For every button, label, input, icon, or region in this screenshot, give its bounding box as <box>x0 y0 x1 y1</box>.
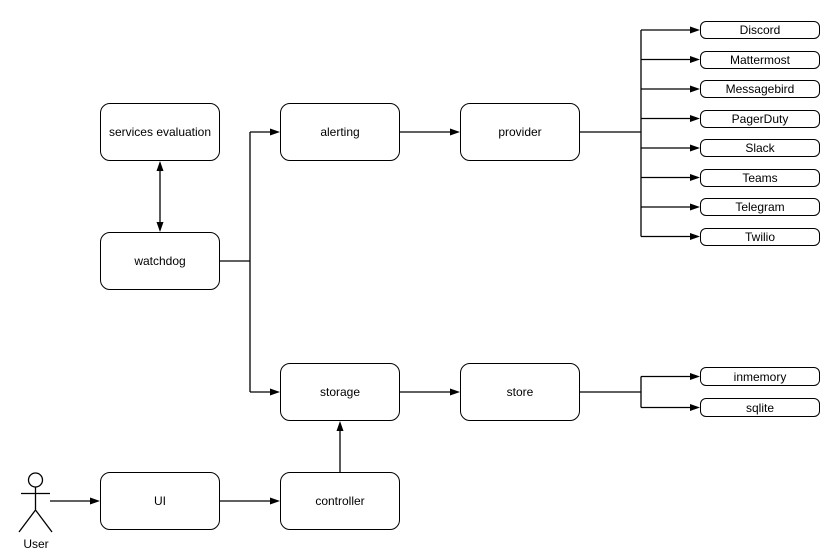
edge-alerting-provider <box>400 128 460 136</box>
node-provider-mattermost: Mattermost <box>700 50 820 69</box>
node-store-sqlite: sqlite <box>700 398 820 417</box>
node-alerting: alerting <box>280 103 400 161</box>
node-store: store <box>460 363 580 421</box>
node-watchdog: watchdog <box>100 232 220 290</box>
node-provider-messagebird: Messagebird <box>700 80 820 98</box>
edge-watchdog-branch <box>220 128 280 396</box>
node-provider-telegram: Telegram <box>700 198 820 216</box>
node-provider-teams: Teams <box>700 168 820 187</box>
node-store-inmemory: inmemory <box>700 367 820 386</box>
user-actor-icon <box>18 472 53 533</box>
node-provider-discord: Discord <box>700 21 820 39</box>
edge-ui-controller <box>220 497 280 505</box>
node-provider-pagerduty: PagerDuty <box>700 109 820 128</box>
user-actor-label: User <box>23 537 49 551</box>
node-services-evaluation: services evaluation <box>100 103 220 161</box>
node-controller: controller <box>280 472 400 530</box>
node-provider-slack: Slack <box>700 139 820 157</box>
edge-provider-fanout <box>580 26 700 240</box>
node-storage: storage <box>280 363 400 421</box>
edge-controller-storage <box>336 421 344 472</box>
edge-user-ui <box>50 497 100 505</box>
node-provider: provider <box>460 103 580 161</box>
node-provider-twilio: Twilio <box>700 227 820 246</box>
edge-store-fanout <box>580 373 700 411</box>
edge-services-evaluation-watchdog <box>156 161 164 232</box>
node-ui: UI <box>100 472 220 530</box>
edge-storage-store <box>400 388 460 396</box>
